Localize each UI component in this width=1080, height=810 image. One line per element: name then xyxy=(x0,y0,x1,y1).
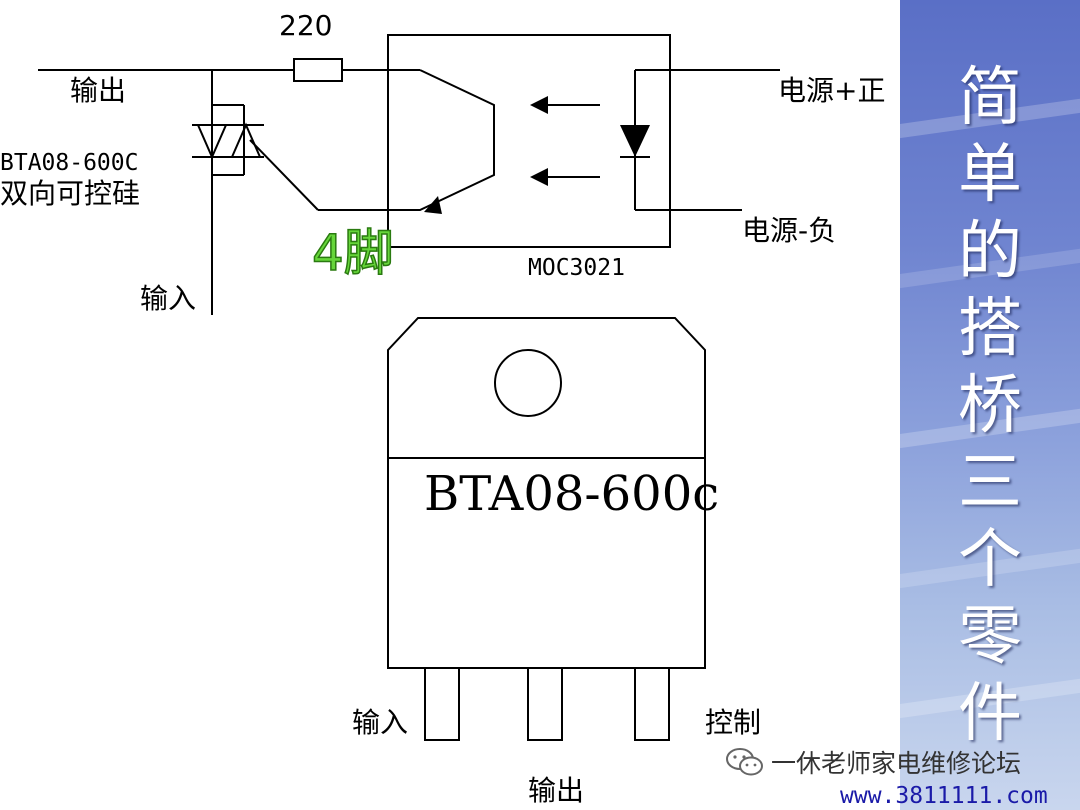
side-title-char: 零 xyxy=(958,600,1022,674)
watermark-text: 一休老师家电维修论坛 xyxy=(771,749,1022,778)
side-title-char: 的 xyxy=(958,215,1022,289)
arrowhead-2 xyxy=(530,168,548,186)
pin4-label: 4脚 xyxy=(312,224,394,282)
triac-diode-a xyxy=(197,124,227,160)
opto-output-path xyxy=(388,69,495,211)
pin-output-label: 输出 xyxy=(528,774,584,807)
pin-control-label: 控制 xyxy=(705,706,761,739)
opto-arrowhead xyxy=(424,196,442,214)
side-title: 简 单 的 搭 桥 三 个 零 件 xyxy=(900,60,1080,753)
input-left-label: 输入 xyxy=(140,282,196,315)
side-title-char: 个 xyxy=(958,523,1022,597)
triac-package xyxy=(387,317,706,669)
output-top-label: 输出 xyxy=(70,74,126,107)
led-triangle xyxy=(620,125,650,157)
side-title-char: 搭 xyxy=(958,292,1022,366)
optocoupler-label: MOC3021 xyxy=(528,255,625,281)
power-negative-label: 电源-负 xyxy=(742,214,836,247)
resistor xyxy=(293,58,343,82)
circuit-diagram: 220 输出 BTA08-600C 双向可控硅 输入 4脚 MOC3021 电源… xyxy=(0,9,885,807)
arrowhead-1 xyxy=(530,96,548,114)
side-title-char: 单 xyxy=(958,138,1022,212)
side-title-char: 桥 xyxy=(958,369,1022,443)
pin-output-lead xyxy=(527,667,563,741)
watermark: 一休老师家电维修论坛 xyxy=(725,742,1055,782)
wechat-icon xyxy=(726,748,763,776)
power-positive-label: 电源+正 xyxy=(778,74,885,107)
triac-diode-b xyxy=(231,122,261,158)
pin-input-label: 输入 xyxy=(352,706,408,739)
side-title-char: 件 xyxy=(958,677,1022,751)
pin-control-lead xyxy=(634,667,670,741)
triac-model-label: BTA08-600C xyxy=(0,150,138,176)
package-model-label: BTA08-600c xyxy=(424,466,719,522)
pin-input-lead xyxy=(424,667,460,741)
mounting-hole xyxy=(494,349,562,417)
site-url: www.3811111.com xyxy=(840,783,1048,809)
triac-desc-label: 双向可控硅 xyxy=(0,177,140,210)
side-title-char: 简 xyxy=(958,61,1022,135)
optocoupler-box xyxy=(387,34,671,248)
side-title-panel: 简 单 的 搭 桥 三 个 零 件 xyxy=(900,0,1080,810)
triac-gate xyxy=(249,139,319,211)
side-title-char: 三 xyxy=(958,446,1022,520)
resistor-value-label: 220 xyxy=(279,9,332,42)
